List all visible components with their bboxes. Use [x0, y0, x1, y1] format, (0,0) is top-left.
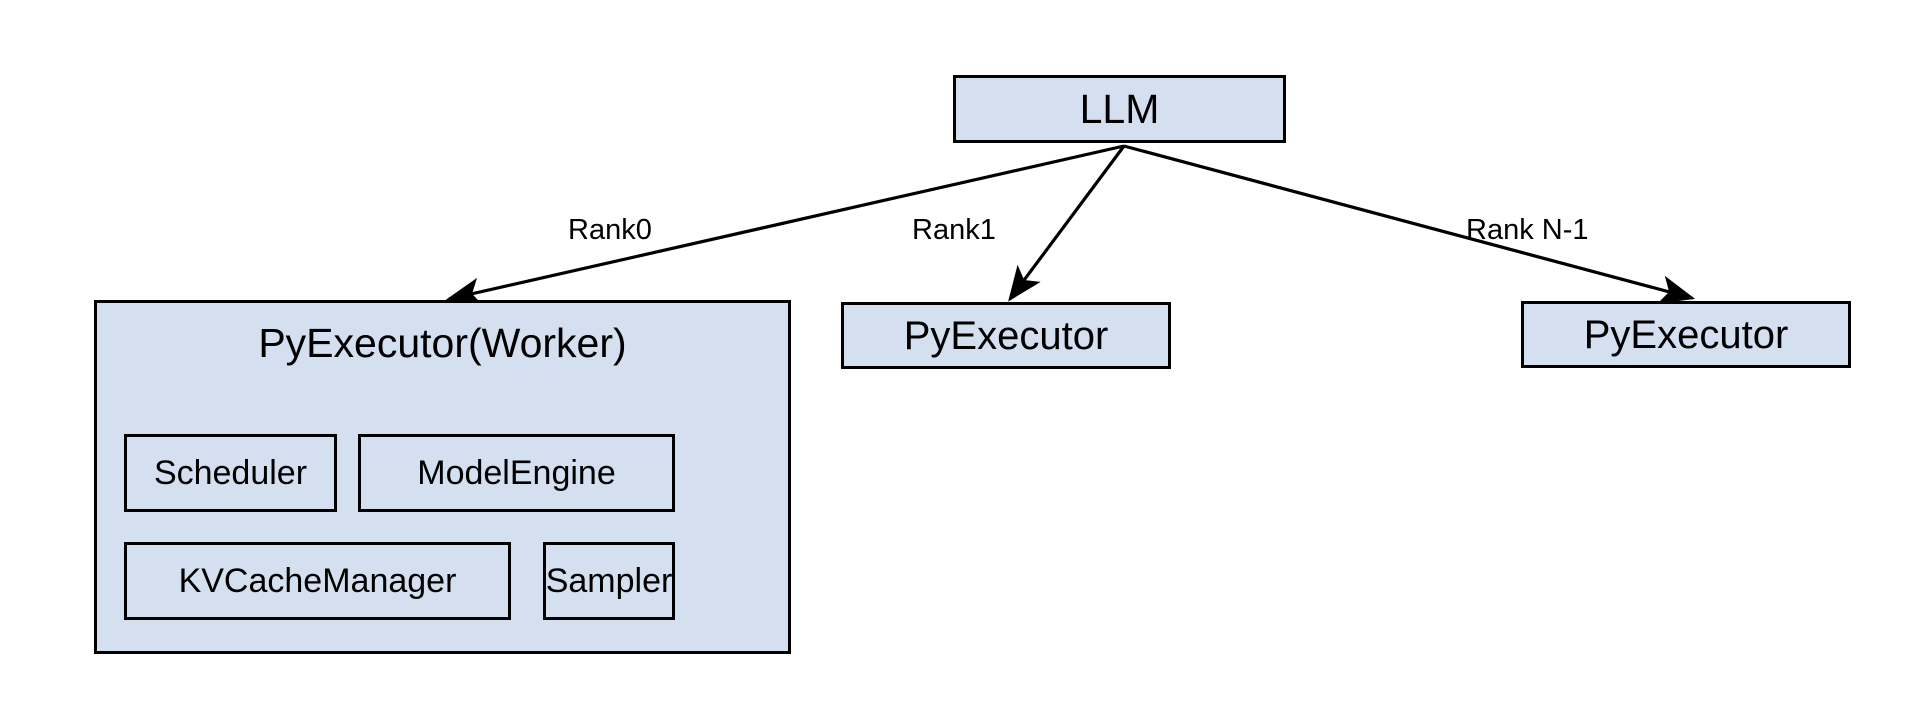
node-pyexecutor-rank-n-1[interactable]: PyExecutor [1521, 301, 1851, 368]
edge-rank1 [1008, 145, 1126, 302]
node-pyexecutor-worker-label: PyExecutor(Worker) [258, 320, 627, 366]
node-model-engine[interactable]: ModelEngine [358, 434, 675, 512]
node-pyexecutor-rank1[interactable]: PyExecutor [841, 302, 1171, 369]
node-scheduler-label: Scheduler [153, 454, 308, 492]
node-llm-label: LLM [1079, 85, 1160, 132]
edge-rank0 [445, 144, 1125, 306]
node-kv-cache-manager[interactable]: KVCacheManager [124, 542, 511, 620]
node-model-engine-label: ModelEngine [417, 454, 616, 492]
node-pyexecutor-worker[interactable]: PyExecutor(Worker) Scheduler ModelEngine… [94, 300, 791, 654]
edge-label-rank-n-1: Rank N-1 [1466, 214, 1589, 246]
edge-label-rank1: Rank1 [912, 214, 996, 246]
node-sampler[interactable]: Sampler [543, 542, 675, 620]
node-pyexecutor-rank-n-1-label: PyExecutor [1583, 312, 1789, 357]
edge-rank-n-1 [1123, 144, 1696, 304]
node-llm[interactable]: LLM [953, 75, 1286, 143]
node-pyexecutor-rank1-label: PyExecutor [903, 313, 1109, 358]
node-scheduler[interactable]: Scheduler [124, 434, 337, 512]
node-kv-cache-manager-label: KVCacheManager [178, 562, 457, 600]
node-sampler-label: Sampler [545, 562, 673, 600]
edge-label-rank0: Rank0 [568, 214, 652, 246]
